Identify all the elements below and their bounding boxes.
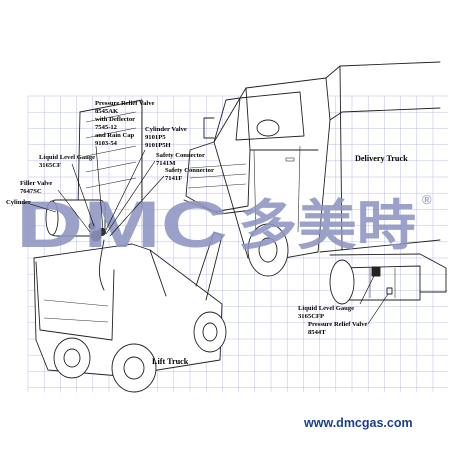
label-line: Cylinder Valve bbox=[145, 126, 187, 133]
callout-pressure-relief-valve: Pressure Relief Valve 8545AK with Deflec… bbox=[95, 100, 155, 147]
callout-liquid-level-gauge: Liquid Level Gauge 3165CF bbox=[39, 154, 95, 169]
watermark-chinese-text: 多美時 bbox=[238, 194, 416, 257]
label-line: Cylinder bbox=[6, 199, 31, 206]
lift-truck-illustration bbox=[33, 99, 227, 393]
label-line: 3165CFP bbox=[298, 313, 324, 320]
label-line: Filler Valve bbox=[20, 180, 52, 187]
label-line: 8544T bbox=[308, 329, 326, 336]
label-line: 9101P5H bbox=[145, 142, 172, 149]
watermark-logo-text: DMC bbox=[16, 187, 228, 261]
callout-cylinder: Cylinder bbox=[6, 199, 31, 206]
callout-safety-connector-1: Safety Connector 7141M bbox=[156, 152, 205, 167]
watermark: DMC 多美時 ® bbox=[16, 187, 432, 261]
label-line: and Rain Cap bbox=[95, 132, 135, 139]
label-line: 8545AK bbox=[95, 108, 119, 115]
label-line: Liquid Level Gauge bbox=[298, 305, 354, 312]
label-delivery-truck: Delivery Truck bbox=[355, 154, 408, 163]
callout-safety-connector-2: Safety Connector 7141F bbox=[165, 167, 214, 182]
label-line: 7141M bbox=[156, 160, 176, 167]
callout-filler-valve: Filler Valve 7647SC bbox=[20, 180, 52, 195]
callout-pressure-relief-valve-truck: Pressure Relief Valve 8544T bbox=[308, 321, 368, 336]
label-line: 9103-54 bbox=[95, 140, 118, 147]
label-line: 7545-12 bbox=[95, 124, 118, 131]
callout-cylinder-valve: Cylinder Valve 9101P5 9101P5H bbox=[145, 126, 187, 149]
label-line: Safety Connector bbox=[165, 167, 214, 174]
label-line: 7141F bbox=[165, 175, 182, 182]
label-line: Pressure Relief Valve bbox=[95, 100, 155, 107]
label-line: Pressure Relief Valve bbox=[308, 321, 368, 328]
label-line: 9101P5 bbox=[145, 134, 166, 141]
label-lift-truck: Lift Truck bbox=[152, 357, 189, 366]
callout-liquid-level-gauge-truck: Liquid Level Gauge 3165CFP bbox=[298, 305, 354, 320]
label-line: 3165CF bbox=[39, 162, 61, 169]
label-line: 7647SC bbox=[20, 188, 42, 195]
label-line: Liquid Level Gauge bbox=[39, 154, 95, 161]
delivery-truck-illustration bbox=[183, 61, 447, 305]
website-url[interactable]: www.dmcgas.com bbox=[303, 416, 413, 430]
label-line: Safety Connector bbox=[156, 152, 205, 159]
watermark-registered-mark: ® bbox=[422, 192, 432, 207]
leader-lines bbox=[29, 145, 389, 325]
label-line: with Deflector bbox=[95, 116, 135, 123]
